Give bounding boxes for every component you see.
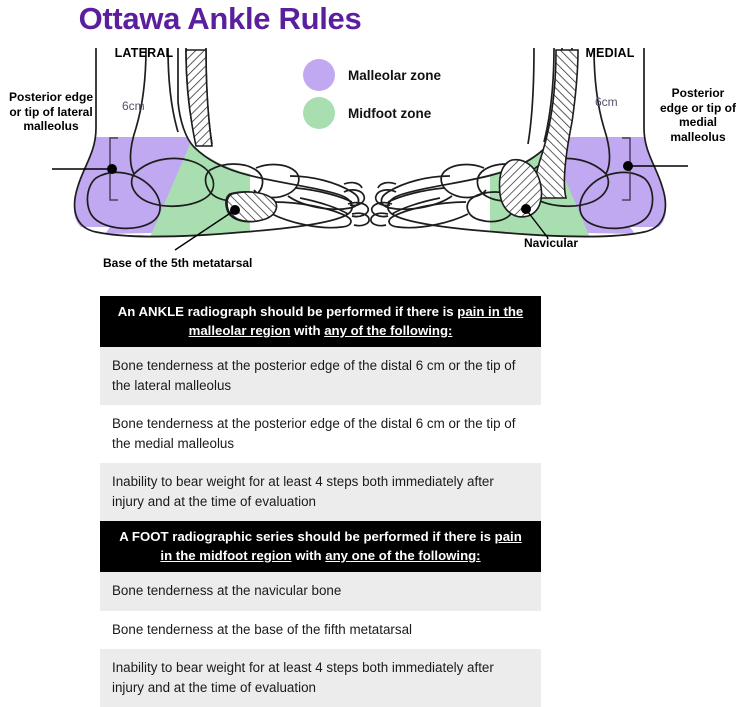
medial-view-label: MEDIAL [585,46,635,60]
table-row: Bone tenderness at the posterior edge of… [100,347,541,405]
legend-item-midfoot: Midfoot zone [303,94,483,132]
ankle-rule-header: An ANKLE radiograph should be performed … [100,296,541,347]
navicular-leader [521,204,549,239]
left-foot-zones [74,130,250,237]
table-row: Inability to bear weight for at least 4 … [100,463,541,521]
table-row: Inability to bear weight for at least 4 … [100,649,541,707]
navicular-hatch [498,158,543,218]
zone-legend: Malleolar zone Midfoot zone [303,56,483,132]
right-foot-outline [370,47,667,238]
fifth-metatarsal-hatch [226,191,278,223]
callout-fifth-metatarsal: Base of the 5th metatarsal [103,256,253,270]
right-6cm-label: 6cm [595,95,618,109]
right-medial-malleolus-hatch [533,49,579,199]
callout-medial-malleolus: Posterior edge or tip of medial malleolu… [660,86,736,144]
fifth-metatarsal-leader [174,205,240,251]
left-6cm-label: 6cm [122,99,145,113]
left-lateral-malleolus-hatch [185,49,213,147]
page-title: Ottawa Ankle Rules [78,1,362,36]
foot-rule-header: A FOOT radiographic series should be per… [100,521,541,572]
left-malleolus-leader [52,164,117,174]
malleolar-zone-swatch-icon [303,59,335,91]
right-malleolus-leader [623,161,688,171]
ottawa-rules-table: An ANKLE radiograph should be performed … [100,296,541,707]
ankle-diagram-svg: 6cm 6cm [52,47,688,251]
legend-label-malleolar: Malleolar zone [348,67,442,83]
midfoot-zone-swatch-icon [303,97,335,129]
ankle-diagram: 6cm 6cm [0,42,740,282]
lateral-view-label: LATERAL [114,46,174,60]
legend-item-malleolar: Malleolar zone [303,56,483,94]
table-row: Bone tenderness at the posterior edge of… [100,405,541,463]
callout-navicular: Navicular [524,236,579,250]
table-row: Bone tenderness at the navicular bone [100,572,541,611]
callout-lateral-malleolus: Posterior edge or tip of lateral malleol… [8,90,94,133]
table-row: Bone tenderness at the base of the fifth… [100,610,541,649]
legend-label-midfoot: Midfoot zone [348,105,432,121]
